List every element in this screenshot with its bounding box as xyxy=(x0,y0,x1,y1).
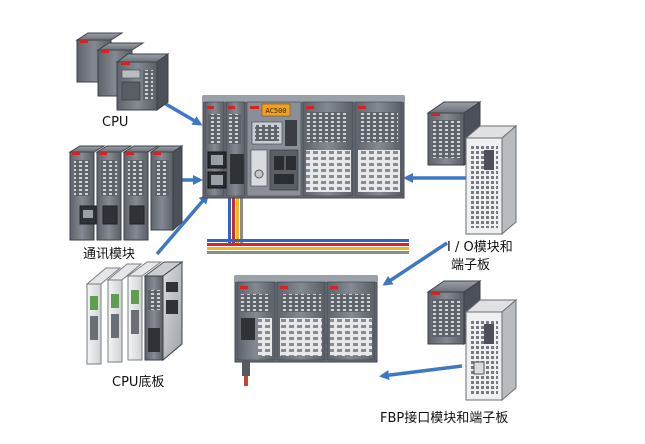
io-module-image xyxy=(426,101,518,236)
comm-unit-1 xyxy=(68,145,106,241)
label-io-module-line1: I / O模块和 xyxy=(447,240,513,255)
arrow-base-to-rack xyxy=(155,193,209,256)
comm-unit-3 xyxy=(122,145,160,241)
label-io-module-line2: 端子板 xyxy=(451,258,491,273)
label-cpu: CPU xyxy=(102,115,129,130)
comm-unit-2 xyxy=(95,145,133,241)
label-fbp-module: FBP接口模块和端子板 xyxy=(380,411,509,426)
fbp-module-image xyxy=(426,280,518,402)
remote-io-rack xyxy=(234,275,378,386)
cpu-display xyxy=(261,103,291,117)
bus-cables xyxy=(207,197,409,254)
cpu-base-image xyxy=(85,261,184,365)
main-plc-rack: AC500 xyxy=(202,95,405,199)
comm-module-image xyxy=(68,145,184,241)
label-comm-module: 通讯模块 xyxy=(83,247,136,262)
arrow-fbp-to-remote xyxy=(379,364,463,381)
label-cpu-base: CPU底板 xyxy=(112,375,165,390)
cpu-module-image xyxy=(75,32,170,111)
arrow-io-to-remote xyxy=(382,241,448,286)
comm-unit-4 xyxy=(149,145,184,232)
cpu-display-text: AC500 xyxy=(265,107,286,115)
